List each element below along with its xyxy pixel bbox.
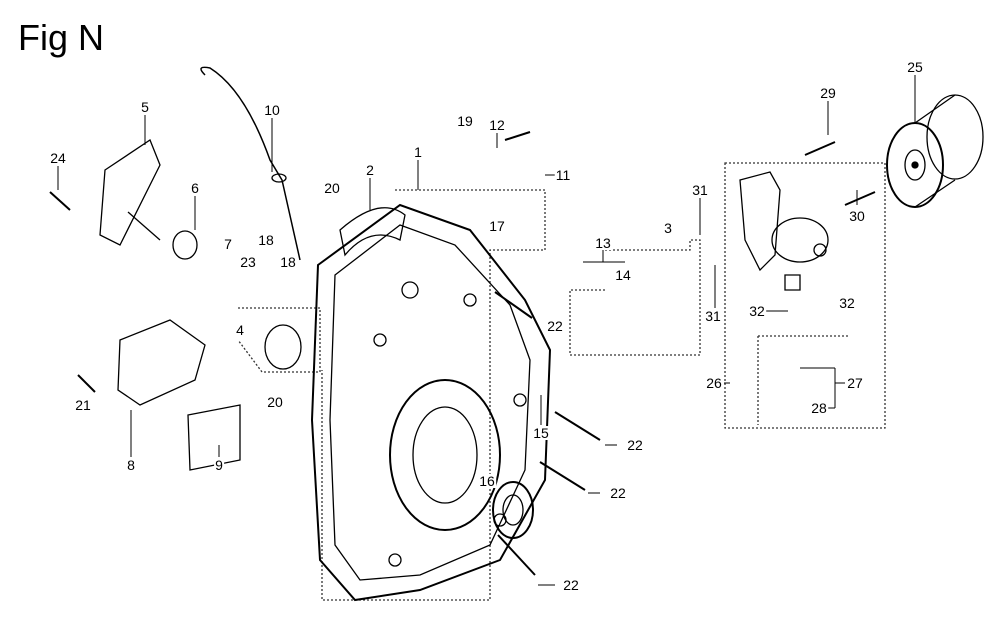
bearing xyxy=(264,324,302,370)
callout-25: 25 xyxy=(906,59,924,75)
callout-10: 10 xyxy=(263,102,281,118)
oil-filter xyxy=(886,94,984,208)
pump-rotor xyxy=(172,230,198,260)
figure-title: Fig N xyxy=(18,17,105,58)
callout-19: 19 xyxy=(456,113,474,129)
filter-base xyxy=(739,171,829,291)
callout-22c: 22 xyxy=(609,485,627,501)
callout-22: 22 xyxy=(546,318,564,334)
breather xyxy=(117,319,241,471)
callout-31b: 31 xyxy=(704,308,722,324)
callout-31: 31 xyxy=(691,182,709,198)
callout-29: 29 xyxy=(819,85,837,101)
callout-11: 11 xyxy=(554,167,572,183)
oil-seal xyxy=(492,481,534,539)
callout-3: 3 xyxy=(663,220,673,236)
callout-27: 27 xyxy=(846,375,864,391)
callout-20b: 20 xyxy=(266,394,284,410)
group-boxes xyxy=(237,162,886,601)
callout-12: 12 xyxy=(488,117,506,133)
callout-4: 4 xyxy=(235,322,245,338)
callout-21: 21 xyxy=(74,397,92,413)
callout-16: 16 xyxy=(478,473,496,489)
callout-32b: 32 xyxy=(838,295,856,311)
callout-20: 20 xyxy=(323,180,341,196)
callout-22b: 22 xyxy=(626,437,644,453)
callout-26: 26 xyxy=(705,375,723,391)
callout-2: 2 xyxy=(365,162,375,178)
callout-7: 7 xyxy=(223,236,233,252)
callout-28: 28 xyxy=(810,400,828,416)
bolts xyxy=(49,131,876,576)
callout-30: 30 xyxy=(848,208,866,224)
callout-24: 24 xyxy=(49,150,67,166)
callout-6: 6 xyxy=(190,180,200,196)
callout-13: 13 xyxy=(594,235,612,251)
callout-1: 1 xyxy=(413,144,423,160)
callout-9: 9 xyxy=(214,457,224,473)
callout-18: 18 xyxy=(257,232,275,248)
leader-lines xyxy=(57,75,916,586)
callout-32: 32 xyxy=(748,303,766,319)
callout-15: 15 xyxy=(532,425,550,441)
callout-22d: 22 xyxy=(562,577,580,593)
callout-5: 5 xyxy=(140,99,150,115)
callout-18b: 18 xyxy=(279,254,297,270)
callout-17: 17 xyxy=(488,218,506,234)
crankcase-cover xyxy=(310,203,552,602)
oil-pump xyxy=(99,139,161,246)
callout-14: 14 xyxy=(614,267,632,283)
callout-8: 8 xyxy=(126,457,136,473)
callout-23: 23 xyxy=(239,254,257,270)
dipstick xyxy=(200,66,301,261)
